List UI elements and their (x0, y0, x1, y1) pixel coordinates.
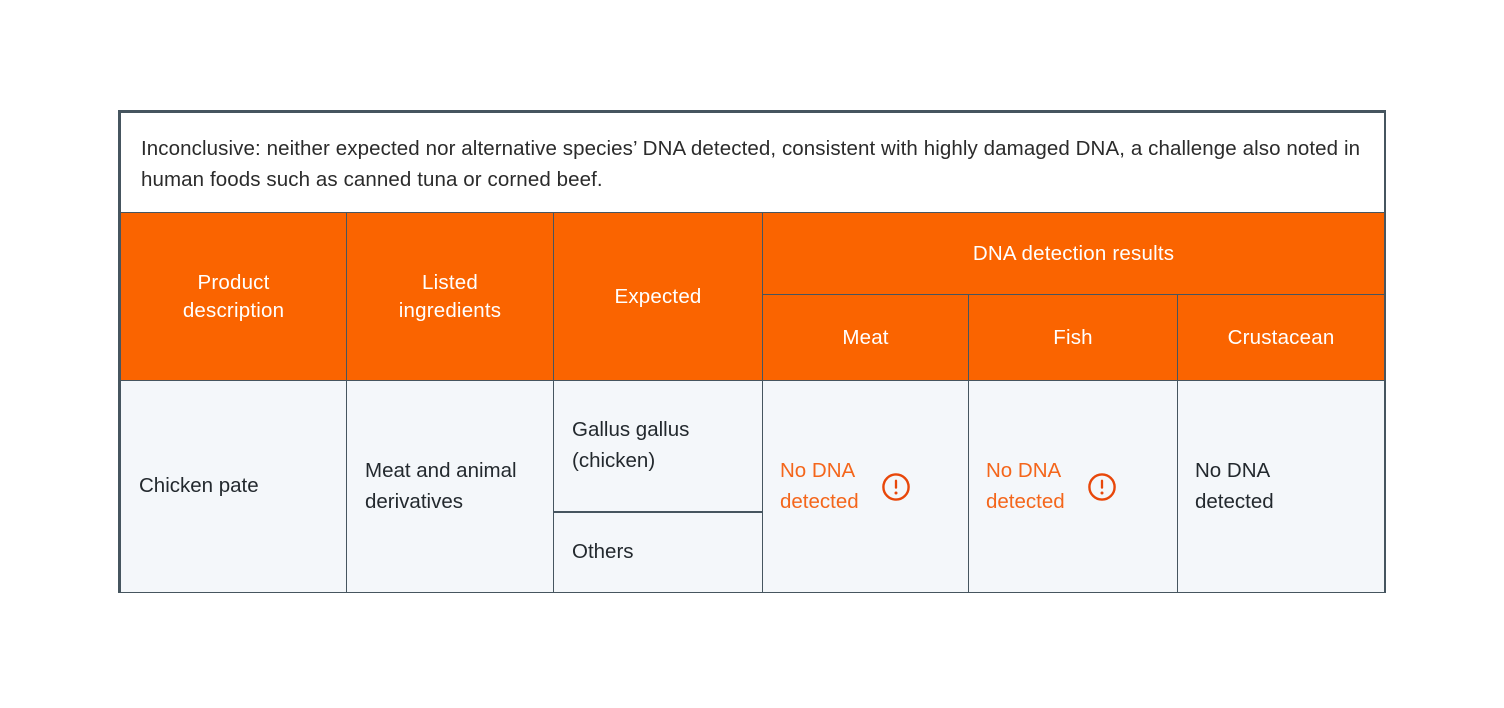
header-fish-label: Fish (1053, 325, 1093, 349)
cell-result-fish: No DNA detected (968, 380, 1178, 593)
header-product-description-label: Product description (182, 270, 285, 322)
result-meat-content: No DNA detected (780, 456, 951, 518)
dna-results-table: Inconclusive: neither expected nor alter… (119, 112, 1386, 593)
header-meat: Meat (762, 294, 969, 381)
cell-result-crustacean: No DNA detected (1176, 380, 1386, 593)
table-row: Chicken pate Meat and animal derivatives… (120, 380, 1386, 593)
header-product-description: Product description (120, 212, 347, 381)
result-fish-content: No DNA detected (986, 456, 1160, 518)
cell-listed-ingredients: Meat and animal derivatives (346, 380, 554, 593)
result-crustacean-value: No DNA detected (1195, 458, 1274, 513)
warning-circle-icon (1087, 472, 1116, 501)
warning-circle-icon (881, 472, 910, 501)
dna-results-table-container: Inconclusive: neither expected nor alter… (118, 110, 1386, 593)
cell-expected: Gallus gallus (chicken) Others (553, 380, 763, 593)
result-crustacean-content: No DNA detected (1195, 456, 1367, 518)
header-meat-label: Meat (842, 325, 889, 349)
header-expected: Expected (553, 212, 763, 381)
header-expected-label: Expected (614, 284, 702, 308)
result-meat-value: No DNA detected (780, 458, 859, 513)
product-description-value: Chicken pate (139, 474, 259, 498)
table-caption-row: Inconclusive: neither expected nor alter… (119, 112, 1386, 213)
cell-result-meat: No DNA detected (762, 380, 969, 593)
expected-primary-value: Gallus gallus (chicken) (572, 418, 690, 472)
expected-primary-cell: Gallus gallus (chicken) (554, 381, 762, 513)
header-dna-detection-results-group: DNA detection results (761, 212, 1386, 295)
listed-ingredients-value: Meat and animal derivatives (365, 458, 517, 513)
header-crustacean: Crustacean (1176, 294, 1386, 381)
expected-secondary-value: Others (572, 540, 634, 564)
cell-product-description: Chicken pate (120, 380, 347, 593)
header-crustacean-label: Crustacean (1227, 325, 1335, 349)
expected-secondary-row: Others (554, 512, 762, 592)
header-listed-ingredients-label: Listed ingredients (398, 270, 502, 322)
header-fish: Fish (968, 294, 1178, 381)
expected-secondary-cell: Others (554, 512, 762, 592)
table-header-row-secondary: Meat Fish Crustacean (121, 294, 1386, 381)
header-dna-detection-results-label: DNA detection results (972, 241, 1175, 265)
expected-split-table: Gallus gallus (chicken) Others (554, 381, 762, 592)
caption-cell: Inconclusive: neither expected nor alter… (119, 112, 1386, 213)
table-header-row-primary: Product description Listed ingredients E… (120, 212, 1386, 381)
caption-text: Inconclusive: neither expected nor alter… (141, 137, 1361, 192)
expected-primary-row: Gallus gallus (chicken) (554, 381, 762, 513)
result-fish-value: No DNA detected (986, 458, 1065, 513)
header-listed-ingredients: Listed ingredients (346, 212, 554, 381)
